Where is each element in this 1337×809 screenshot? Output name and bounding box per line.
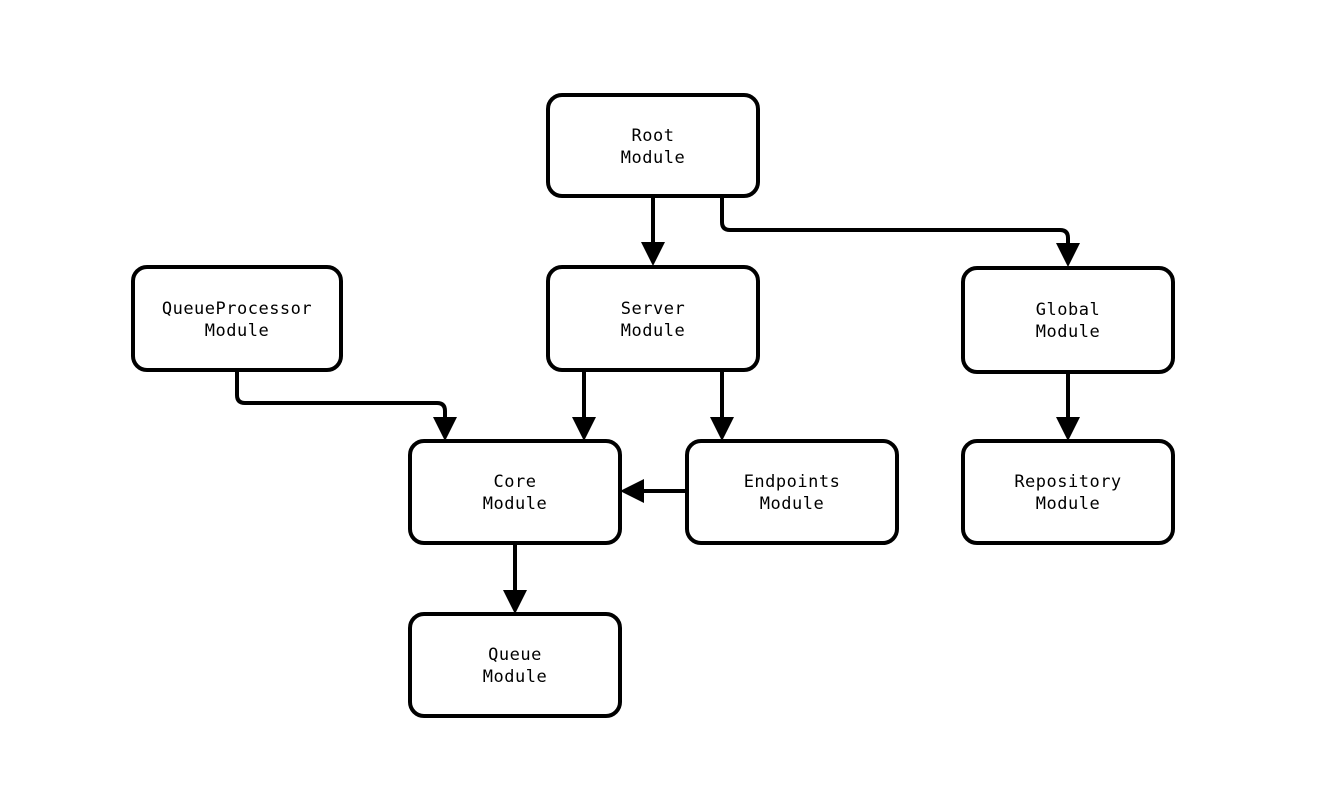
edge-root-to-server-arrowhead [641, 242, 665, 266]
node-repository[interactable]: Repository Module [961, 439, 1175, 545]
node-core-label-line1: Core [494, 472, 537, 492]
edge-global-to-repository-arrowhead [1056, 417, 1080, 441]
node-queueprocessor-label-line1: QueueProcessor [162, 299, 312, 319]
node-core-label-line2: Module [483, 494, 547, 514]
edge-endpoints-to-core [620, 479, 687, 503]
edge-layer [235, 196, 1080, 614]
node-repository-label-line2: Module [1036, 494, 1100, 514]
node-global-box[interactable] [961, 266, 1175, 374]
edge-endpoints-to-core-arrowhead [620, 479, 644, 503]
node-queue-label-line1: Queue [488, 645, 542, 665]
node-endpoints-label-line2: Module [760, 494, 824, 514]
edge-server-to-endpoints-arrowhead [710, 417, 734, 441]
node-root[interactable]: Root Module [546, 93, 760, 198]
node-endpoints-label-line1: Endpoints [744, 472, 841, 492]
edge-queueprocessor-to-core-line [235, 370, 447, 424]
edge-server-to-core-arrowhead [572, 417, 596, 441]
edge-queueprocessor-to-core [235, 370, 457, 441]
edge-global-to-repository [1056, 372, 1080, 441]
edge-queueprocessor-to-core-arrowhead [433, 417, 457, 441]
node-root-box[interactable] [546, 93, 760, 198]
edge-root-to-global-arrowhead [1056, 243, 1080, 267]
node-queue-box[interactable] [408, 612, 622, 718]
node-repository-label-line1: Repository [1014, 472, 1121, 492]
node-queueprocessor[interactable]: QueueProcessor Module [131, 265, 343, 372]
edge-root-to-global [720, 196, 1080, 267]
node-global-label-line2: Module [1036, 322, 1100, 342]
node-global[interactable]: Global Module [961, 266, 1175, 374]
edge-root-to-global-line [720, 196, 1070, 250]
node-queueprocessor-label-line2: Module [205, 321, 269, 341]
node-server-box[interactable] [546, 265, 760, 372]
node-queue-label-line2: Module [483, 667, 547, 687]
node-core[interactable]: Core Module [408, 439, 622, 545]
node-queue[interactable]: Queue Module [408, 612, 622, 718]
node-server-label-line2: Module [621, 321, 685, 341]
edge-root-to-server [641, 196, 665, 266]
edge-core-to-queue-arrowhead [503, 590, 527, 614]
edge-server-to-endpoints [710, 370, 734, 441]
node-repository-box[interactable] [961, 439, 1175, 545]
node-queueprocessor-box[interactable] [131, 265, 343, 372]
node-root-label-line1: Root [632, 126, 675, 146]
node-core-box[interactable] [408, 439, 622, 545]
node-endpoints[interactable]: Endpoints Module [685, 439, 899, 545]
node-endpoints-box[interactable] [685, 439, 899, 545]
edge-core-to-queue [503, 543, 527, 614]
edge-server-to-core [572, 370, 596, 441]
node-server[interactable]: Server Module [546, 265, 760, 372]
node-global-label-line1: Global [1036, 300, 1100, 320]
node-server-label-line1: Server [621, 299, 685, 319]
node-root-label-line2: Module [621, 148, 685, 168]
node-layer: Root Module QueueProcessor Module Server… [131, 93, 1175, 718]
